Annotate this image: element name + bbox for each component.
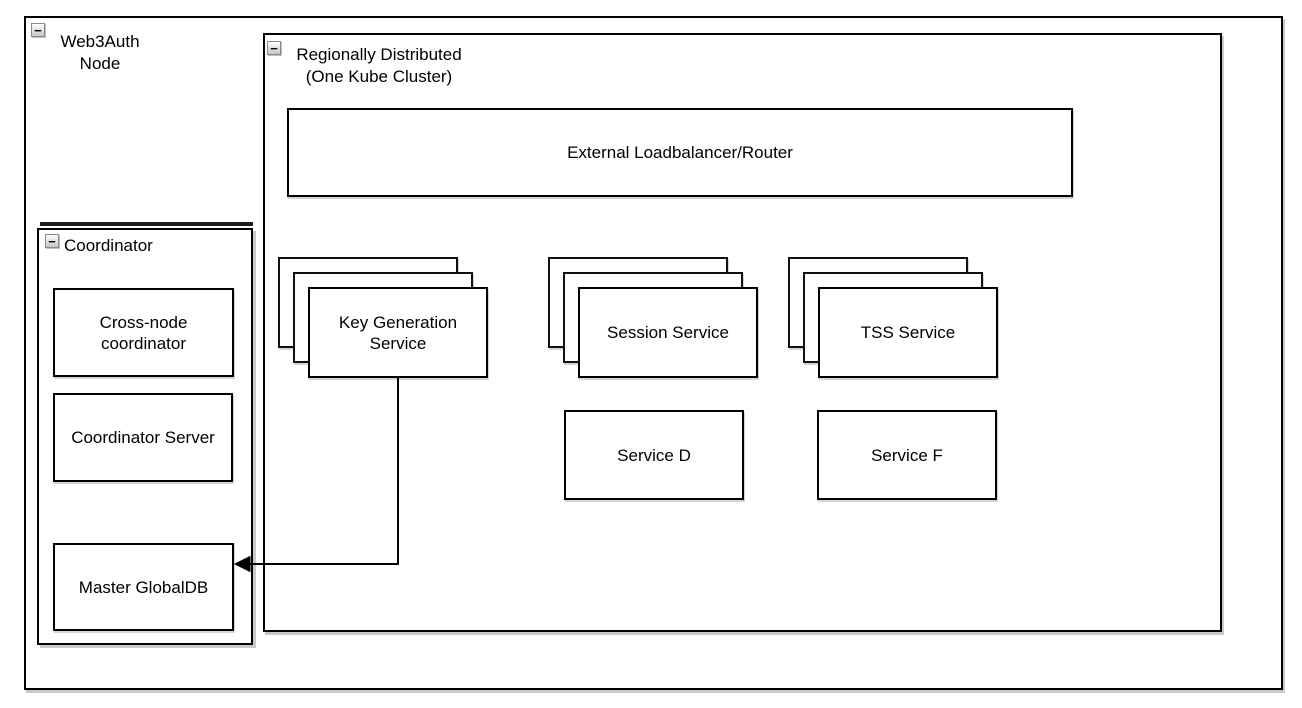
collapse-minus-icon[interactable]: − [267, 41, 281, 55]
node-label: Coordinator Server [71, 428, 215, 447]
node-label: External Loadbalancer/Router [567, 143, 793, 162]
collapse-minus-icon[interactable]: − [45, 234, 59, 248]
minus-glyph: − [48, 233, 56, 249]
node-label: TSS Service [860, 323, 956, 342]
node-coordinator-server[interactable]: Coordinator Server [53, 393, 233, 482]
group-kube-cluster-label: Regionally Distributed (One Kube Cluster… [296, 45, 462, 86]
collapse-minus-icon[interactable]: − [31, 23, 45, 37]
node-tss-service[interactable]: TSS Service [818, 287, 998, 378]
node-label: Session Service [607, 323, 729, 342]
coordinator-stack-edge [40, 222, 253, 226]
node-key-generation-service[interactable]: Key Generation Service [308, 287, 488, 378]
node-label: Cross-node coordinator [99, 312, 188, 353]
node-service-d[interactable]: Service D [564, 410, 744, 500]
node-master-globaldb[interactable]: Master GlobalDB [53, 543, 234, 631]
node-label: Service D [617, 445, 691, 465]
group-coordinator-label: Coordinator [64, 236, 153, 255]
node-cross-node-coordinator[interactable]: Cross-node coordinator [53, 288, 234, 377]
node-external-loadbalancer[interactable]: External Loadbalancer/Router [287, 108, 1073, 197]
node-service-f[interactable]: Service F [817, 410, 997, 500]
minus-glyph: − [34, 22, 42, 38]
node-session-service[interactable]: Session Service [578, 287, 758, 378]
minus-glyph: − [270, 40, 278, 56]
node-label: Master GlobalDB [78, 577, 209, 597]
group-web3auth-node-label: Web3Auth Node [60, 32, 140, 73]
node-label: Key Generation Service [338, 312, 458, 353]
node-label: Service F [871, 445, 943, 465]
